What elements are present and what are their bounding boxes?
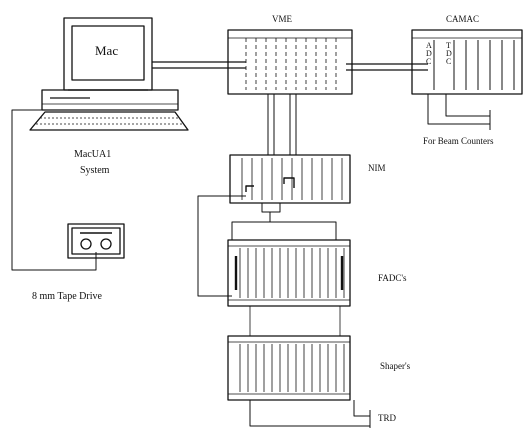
nim-fadc-cables [197, 195, 337, 297]
nim-crate [229, 154, 351, 204]
mac-computer [29, 17, 189, 131]
trd-label: TRD [378, 413, 396, 423]
vme-label: VME [272, 14, 292, 24]
mac-label: Mac [95, 43, 119, 58]
system-label: System [80, 165, 110, 176]
tape-drive-label: 8 mm Tape Drive [32, 291, 102, 302]
camac-label: CAMAC [446, 14, 480, 24]
vme-nim-cables [267, 94, 297, 155]
mac-tape-cable [11, 109, 97, 271]
system-name-label: MacUA1 [74, 149, 112, 160]
shaper-trd-cables [249, 400, 371, 428]
nim-label: NIM [368, 163, 386, 173]
fadc-crate [227, 239, 351, 307]
fadc-label: FADC's [378, 273, 407, 283]
mac-vme-cable [152, 61, 246, 69]
vme-camac-cable [346, 63, 428, 71]
tape-drive-device [67, 223, 125, 259]
shaper-crate [227, 335, 351, 401]
adc-label: A D C [426, 41, 432, 66]
vme-crate [227, 29, 353, 95]
fadc-shaper-cables [249, 306, 341, 336]
tdc-label: T D C [446, 41, 452, 66]
beam-counters-label: For Beam Counters [423, 136, 494, 146]
shaper-label: Shaper's [380, 361, 411, 371]
beam-counter-cable [427, 94, 491, 130]
camac-crate [411, 29, 523, 95]
